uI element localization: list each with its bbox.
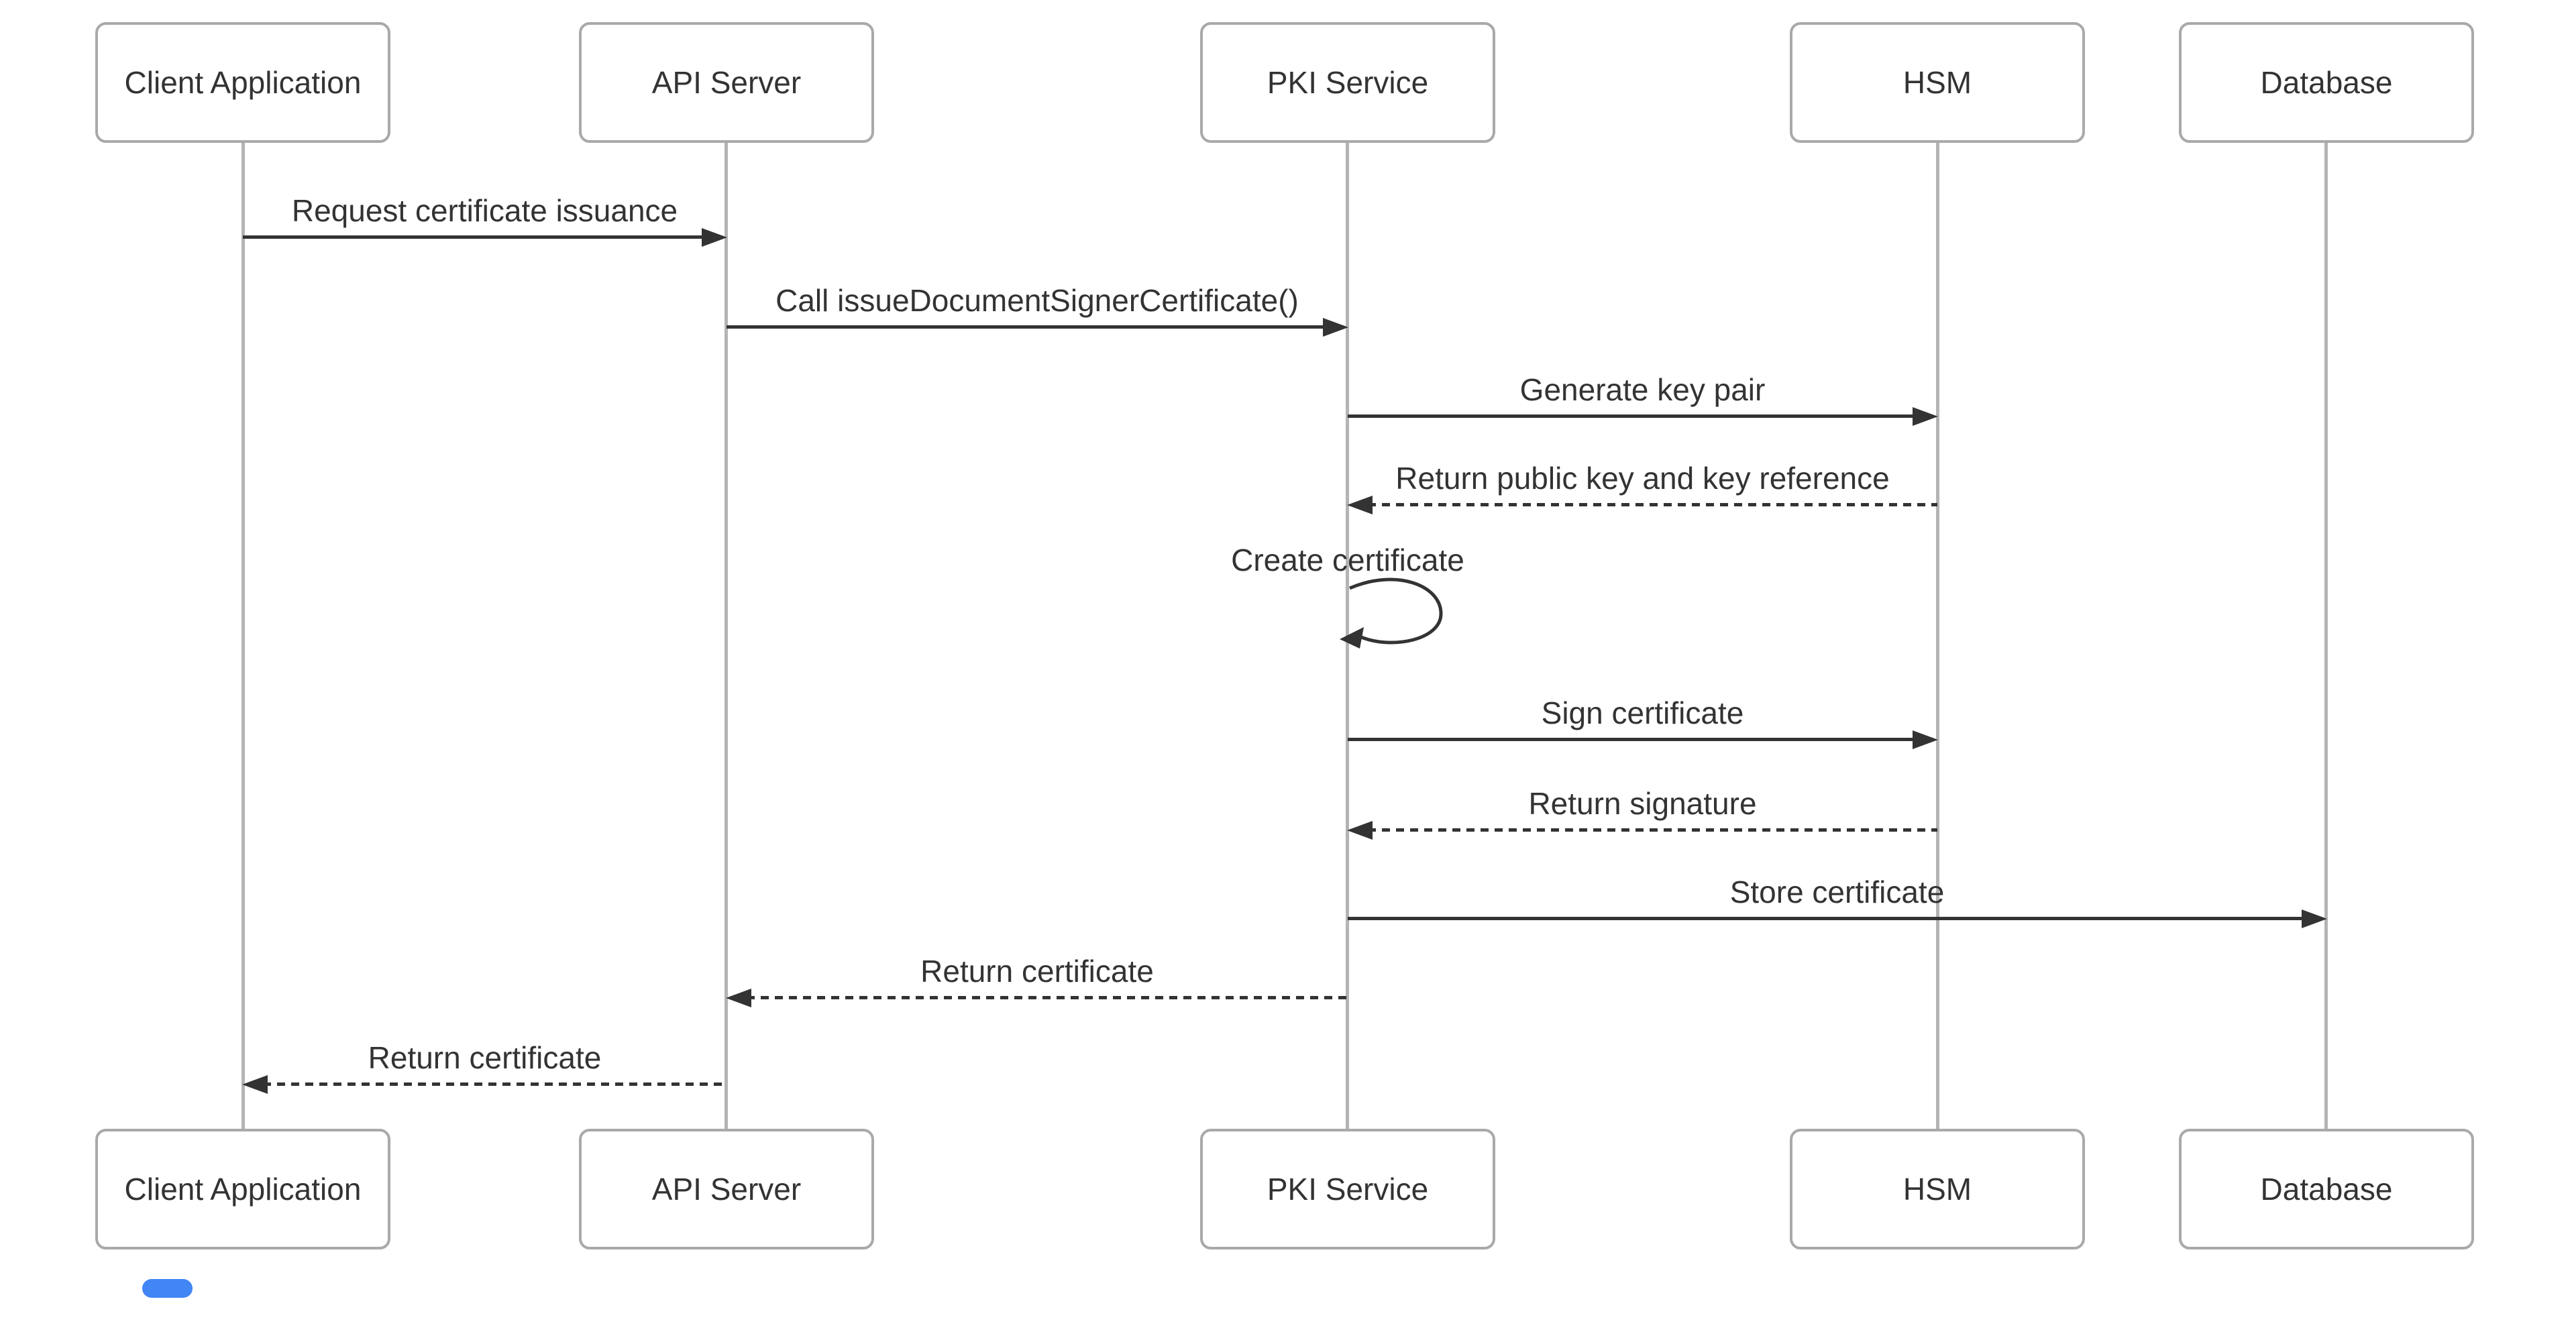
message-generate-key-pair: Generate key pair bbox=[1348, 364, 1938, 426]
arrowhead-right bbox=[702, 228, 727, 247]
actor-label: Database bbox=[2260, 1171, 2393, 1207]
message-line-solid bbox=[1348, 738, 1933, 741]
message-line-solid bbox=[1348, 414, 1933, 418]
lifeline-hsm bbox=[1936, 143, 1939, 1129]
lifeline-api-server bbox=[724, 143, 728, 1129]
actor-label: Database bbox=[2260, 64, 2393, 100]
message-label: Return certificate bbox=[920, 954, 1154, 989]
message-label: Return signature bbox=[1528, 786, 1757, 822]
arrowhead-left bbox=[1347, 496, 1373, 514]
message-line-solid bbox=[243, 235, 722, 239]
actor-label: PKI Service bbox=[1267, 64, 1429, 100]
actor-label: Client Application bbox=[124, 1171, 362, 1207]
actor-bottom-client-application: Client Application bbox=[95, 1129, 390, 1249]
message-return-certificate-to-client: Return certificate bbox=[242, 1032, 727, 1094]
actor-top-api-server: API Server bbox=[579, 22, 874, 143]
actor-top-hsm: HSM bbox=[1790, 22, 2085, 143]
arrowhead-right bbox=[1913, 730, 1938, 749]
actor-label: HSM bbox=[1902, 64, 1972, 100]
message-store-certificate: Store certificate bbox=[1348, 867, 2327, 928]
message-line-solid bbox=[727, 325, 1344, 329]
message-return-public-key-and-key-reference: Return public key and key reference bbox=[1347, 453, 1937, 514]
actor-bottom-api-server: API Server bbox=[579, 1129, 874, 1249]
arrowhead-left bbox=[1347, 821, 1373, 840]
actor-label: API Server bbox=[651, 1171, 802, 1207]
message-line-dashed bbox=[1368, 503, 1937, 506]
actor-top-client-application: Client Application bbox=[95, 22, 390, 143]
message-sign-certificate: Sign certificate bbox=[1348, 687, 1938, 749]
actor-bottom-database: Database bbox=[2179, 1129, 2474, 1249]
message-line-dashed bbox=[1368, 828, 1937, 832]
message-return-certificate-to-api-server: Return certificate bbox=[726, 946, 1348, 1007]
actor-label: PKI Service bbox=[1267, 1171, 1429, 1207]
message-line-dashed bbox=[747, 996, 1348, 999]
actor-label: HSM bbox=[1902, 1171, 1972, 1207]
message-label: Call issueDocumentSignerCertificate() bbox=[775, 283, 1299, 319]
message-label: Return public key and key reference bbox=[1395, 461, 1890, 496]
message-line-solid bbox=[1348, 917, 2322, 920]
message-label: Store certificate bbox=[1729, 875, 1945, 910]
message-call-issue-document-signer-certificate: Call issueDocumentSignerCertificate() bbox=[727, 275, 1348, 337]
message-line-dashed bbox=[263, 1082, 727, 1086]
message-create-certificate-label: Create certificate bbox=[1231, 543, 1464, 577]
arrowhead-left bbox=[242, 1075, 268, 1094]
actor-top-database: Database bbox=[2179, 22, 2474, 143]
actor-top-pki-service: PKI Service bbox=[1200, 22, 1495, 143]
message-label: Return certificate bbox=[368, 1040, 602, 1076]
actor-label: API Server bbox=[651, 64, 802, 100]
arrowhead-right bbox=[1913, 407, 1938, 426]
message-label: Sign certificate bbox=[1541, 696, 1744, 731]
actor-label: Client Application bbox=[124, 64, 362, 100]
lifeline-client-application bbox=[241, 143, 245, 1129]
arrowhead-right bbox=[2302, 909, 2327, 928]
message-label: Generate key pair bbox=[1519, 372, 1766, 408]
actor-bottom-hsm: HSM bbox=[1790, 1129, 2085, 1249]
actor-bottom-pki-service: PKI Service bbox=[1200, 1129, 1495, 1249]
message-label: Request certificate issuance bbox=[291, 193, 678, 229]
lifeline-database bbox=[2324, 143, 2328, 1129]
horizontal-scrollbar-thumb[interactable] bbox=[142, 1279, 193, 1298]
self-loop-arrow bbox=[1340, 577, 1443, 649]
message-request-certificate-issuance: Request certificate issuance bbox=[243, 185, 727, 247]
arrowhead-right bbox=[1323, 318, 1348, 337]
arrowhead-left bbox=[726, 989, 751, 1007]
message-return-signature: Return signature bbox=[1347, 778, 1937, 840]
